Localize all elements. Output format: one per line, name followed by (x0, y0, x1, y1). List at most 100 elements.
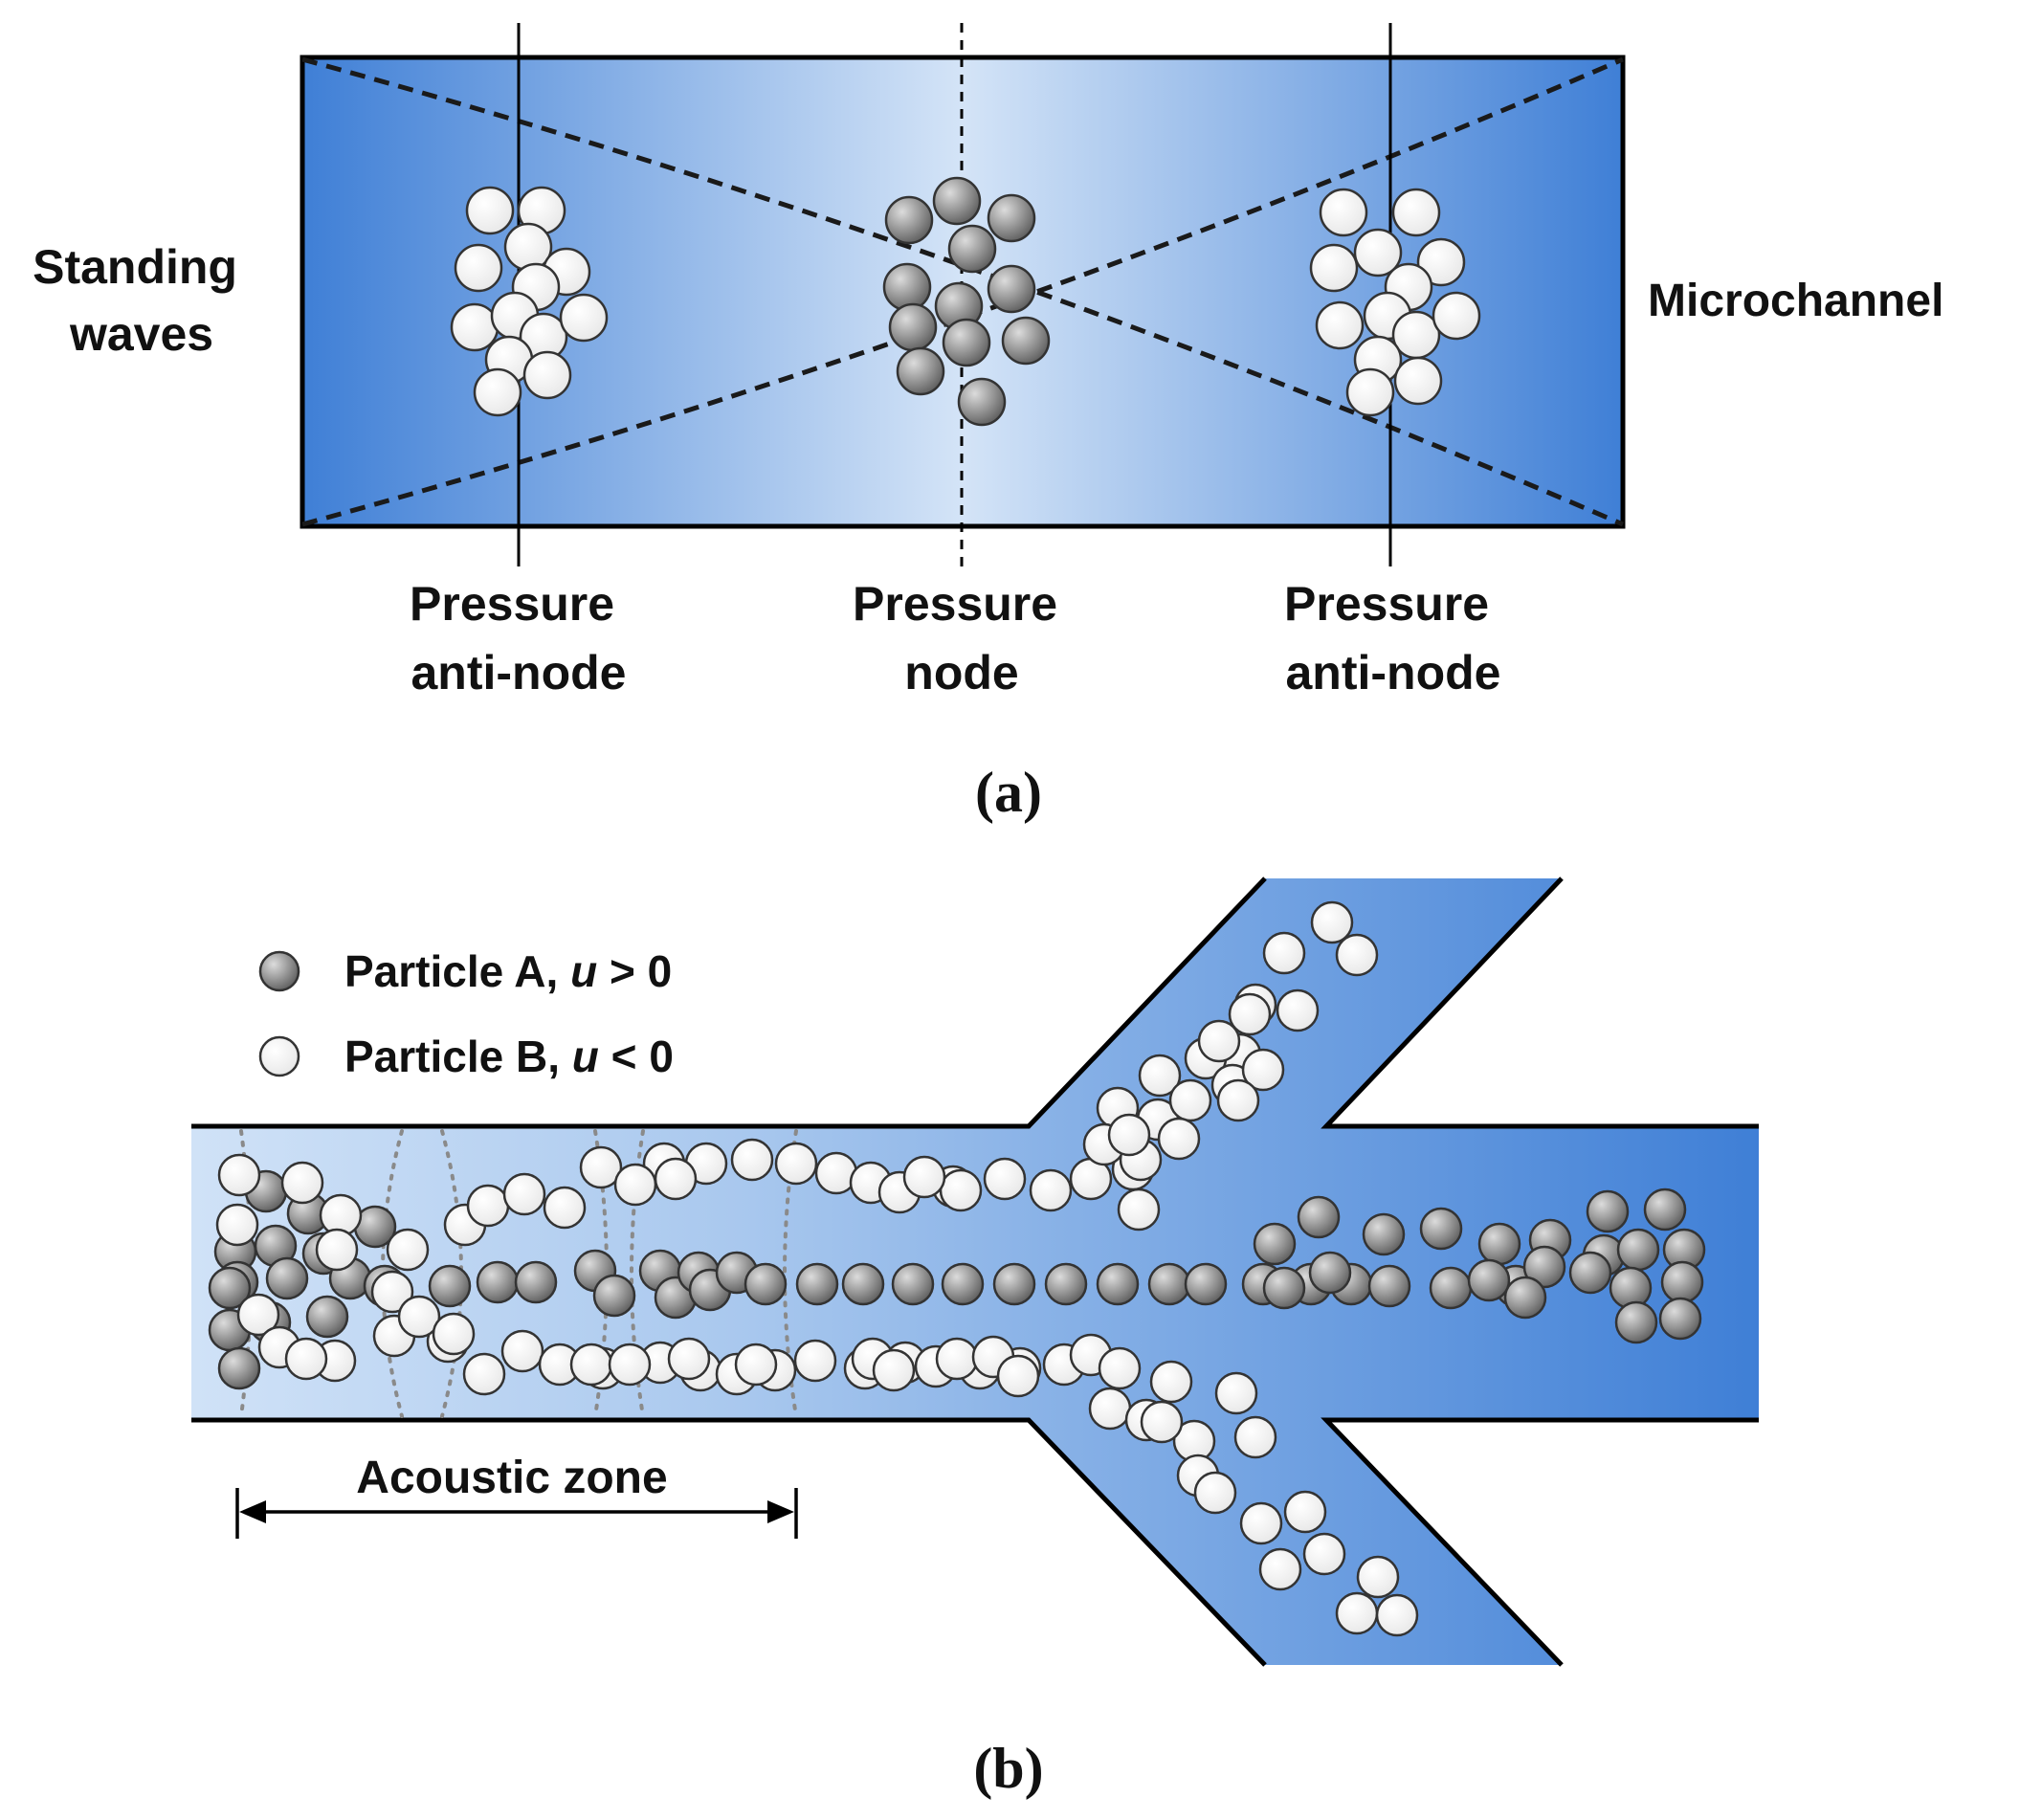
particle-a (987, 264, 1036, 314)
particle-b (608, 1343, 652, 1387)
particle-a (891, 1262, 935, 1306)
particle-b (1310, 900, 1354, 944)
particle-a (1308, 1251, 1352, 1295)
particle-b (1138, 1054, 1182, 1098)
particles-b (208, 900, 1706, 1637)
particle-b (1140, 1400, 1184, 1444)
particle-b (454, 243, 503, 293)
particle-b (1149, 1360, 1193, 1404)
particle-a (882, 262, 932, 312)
standing-waves-label: Standing waves (33, 240, 251, 361)
particle-b (730, 1138, 774, 1182)
channel-wall-top (191, 877, 1267, 1129)
particle-b (543, 1186, 587, 1230)
particle-b (1356, 1555, 1400, 1599)
particle-a (1253, 1222, 1297, 1266)
particle-b (1168, 1078, 1212, 1122)
particle-a (941, 1262, 985, 1306)
particle-b (1239, 1501, 1283, 1545)
particle-b (613, 1163, 657, 1207)
particle-a (744, 1262, 788, 1306)
particle-b (1233, 1415, 1277, 1459)
particle-a (1362, 1212, 1406, 1256)
particle-b (217, 1153, 261, 1197)
panel-b: Particle A, u > 0 Particle B, u < 0 Acou… (191, 877, 1759, 1800)
particle-a (476, 1260, 520, 1304)
particle-b (432, 1312, 476, 1356)
particle-b (1262, 931, 1306, 975)
microchannel-label: Microchannel (1648, 276, 1943, 326)
particle-b (1345, 367, 1395, 417)
caption-a: (a) (975, 761, 1042, 824)
particle-a (957, 377, 1007, 427)
particle-b (397, 1295, 441, 1339)
particle-a (1044, 1262, 1088, 1306)
particle-b (1228, 992, 1272, 1036)
particle-b (872, 1348, 916, 1392)
standing-wave-curve-2 (301, 56, 1624, 527)
particle-b (462, 1352, 506, 1396)
particle-b (1302, 1532, 1346, 1576)
particle-b (1258, 1547, 1302, 1591)
particle-b (1029, 1168, 1073, 1212)
particle-b (1098, 1346, 1142, 1390)
particle-b (236, 1293, 280, 1337)
particle-a (896, 346, 945, 396)
particle-a (1096, 1262, 1140, 1306)
particle-a (1001, 316, 1051, 366)
particle-b (1193, 1471, 1237, 1515)
particle-b (935, 1337, 979, 1381)
particle-b (450, 302, 499, 352)
particle-a (1297, 1195, 1341, 1239)
particle-b (559, 293, 609, 343)
particle-a (1643, 1187, 1687, 1232)
particle-b (465, 186, 515, 235)
particle-a (992, 1262, 1036, 1306)
particle-a (942, 318, 991, 367)
channel-wall-upper-inner (1321, 877, 1759, 1129)
particle-b (386, 1228, 430, 1272)
particle-a (1184, 1262, 1228, 1306)
particle-b (370, 1270, 414, 1314)
particle-a (514, 1260, 558, 1304)
particle-a (1616, 1228, 1660, 1272)
particle-a (1586, 1189, 1630, 1233)
particle-b (667, 1337, 711, 1381)
particle-a (1477, 1222, 1521, 1266)
particle-b (315, 1228, 359, 1272)
particle-b (902, 1155, 946, 1199)
anti-node-label-right: Pressure anti-node (1284, 577, 1502, 699)
anti-node-label-left: Pressure anti-node (410, 577, 628, 699)
particle-b (284, 1337, 328, 1381)
particle-b (1241, 1048, 1285, 1092)
particle-b (1393, 356, 1443, 406)
particle-b (1319, 188, 1368, 237)
particle-a (1660, 1260, 1704, 1304)
particle-b (1088, 1387, 1132, 1431)
legend-particle-b: Particle B, u < 0 (344, 1032, 674, 1081)
particle-b (500, 1329, 544, 1373)
particle-b (1375, 1593, 1419, 1637)
particle-b (1157, 1117, 1201, 1161)
caption-b: (b) (973, 1737, 1043, 1800)
acoustic-zone-dimension (235, 1488, 798, 1539)
particle-a (208, 1266, 252, 1310)
particle-a (1503, 1276, 1547, 1320)
particle-a (1429, 1266, 1473, 1310)
particle-a (947, 224, 997, 274)
particle-a (795, 1262, 839, 1306)
particle-b (502, 1172, 546, 1216)
particle-b (473, 367, 522, 417)
particle-a (888, 302, 938, 352)
particle-b (1335, 933, 1379, 977)
particle-b (215, 1203, 259, 1247)
particle-b (1432, 291, 1481, 341)
particle-a (1467, 1258, 1511, 1302)
particle-a (932, 176, 982, 226)
particle-a (987, 193, 1036, 243)
particle-a (1614, 1300, 1658, 1344)
particle-a (217, 1346, 261, 1390)
particle-b (793, 1339, 837, 1383)
standing-wave-curve-1 (301, 56, 1624, 527)
